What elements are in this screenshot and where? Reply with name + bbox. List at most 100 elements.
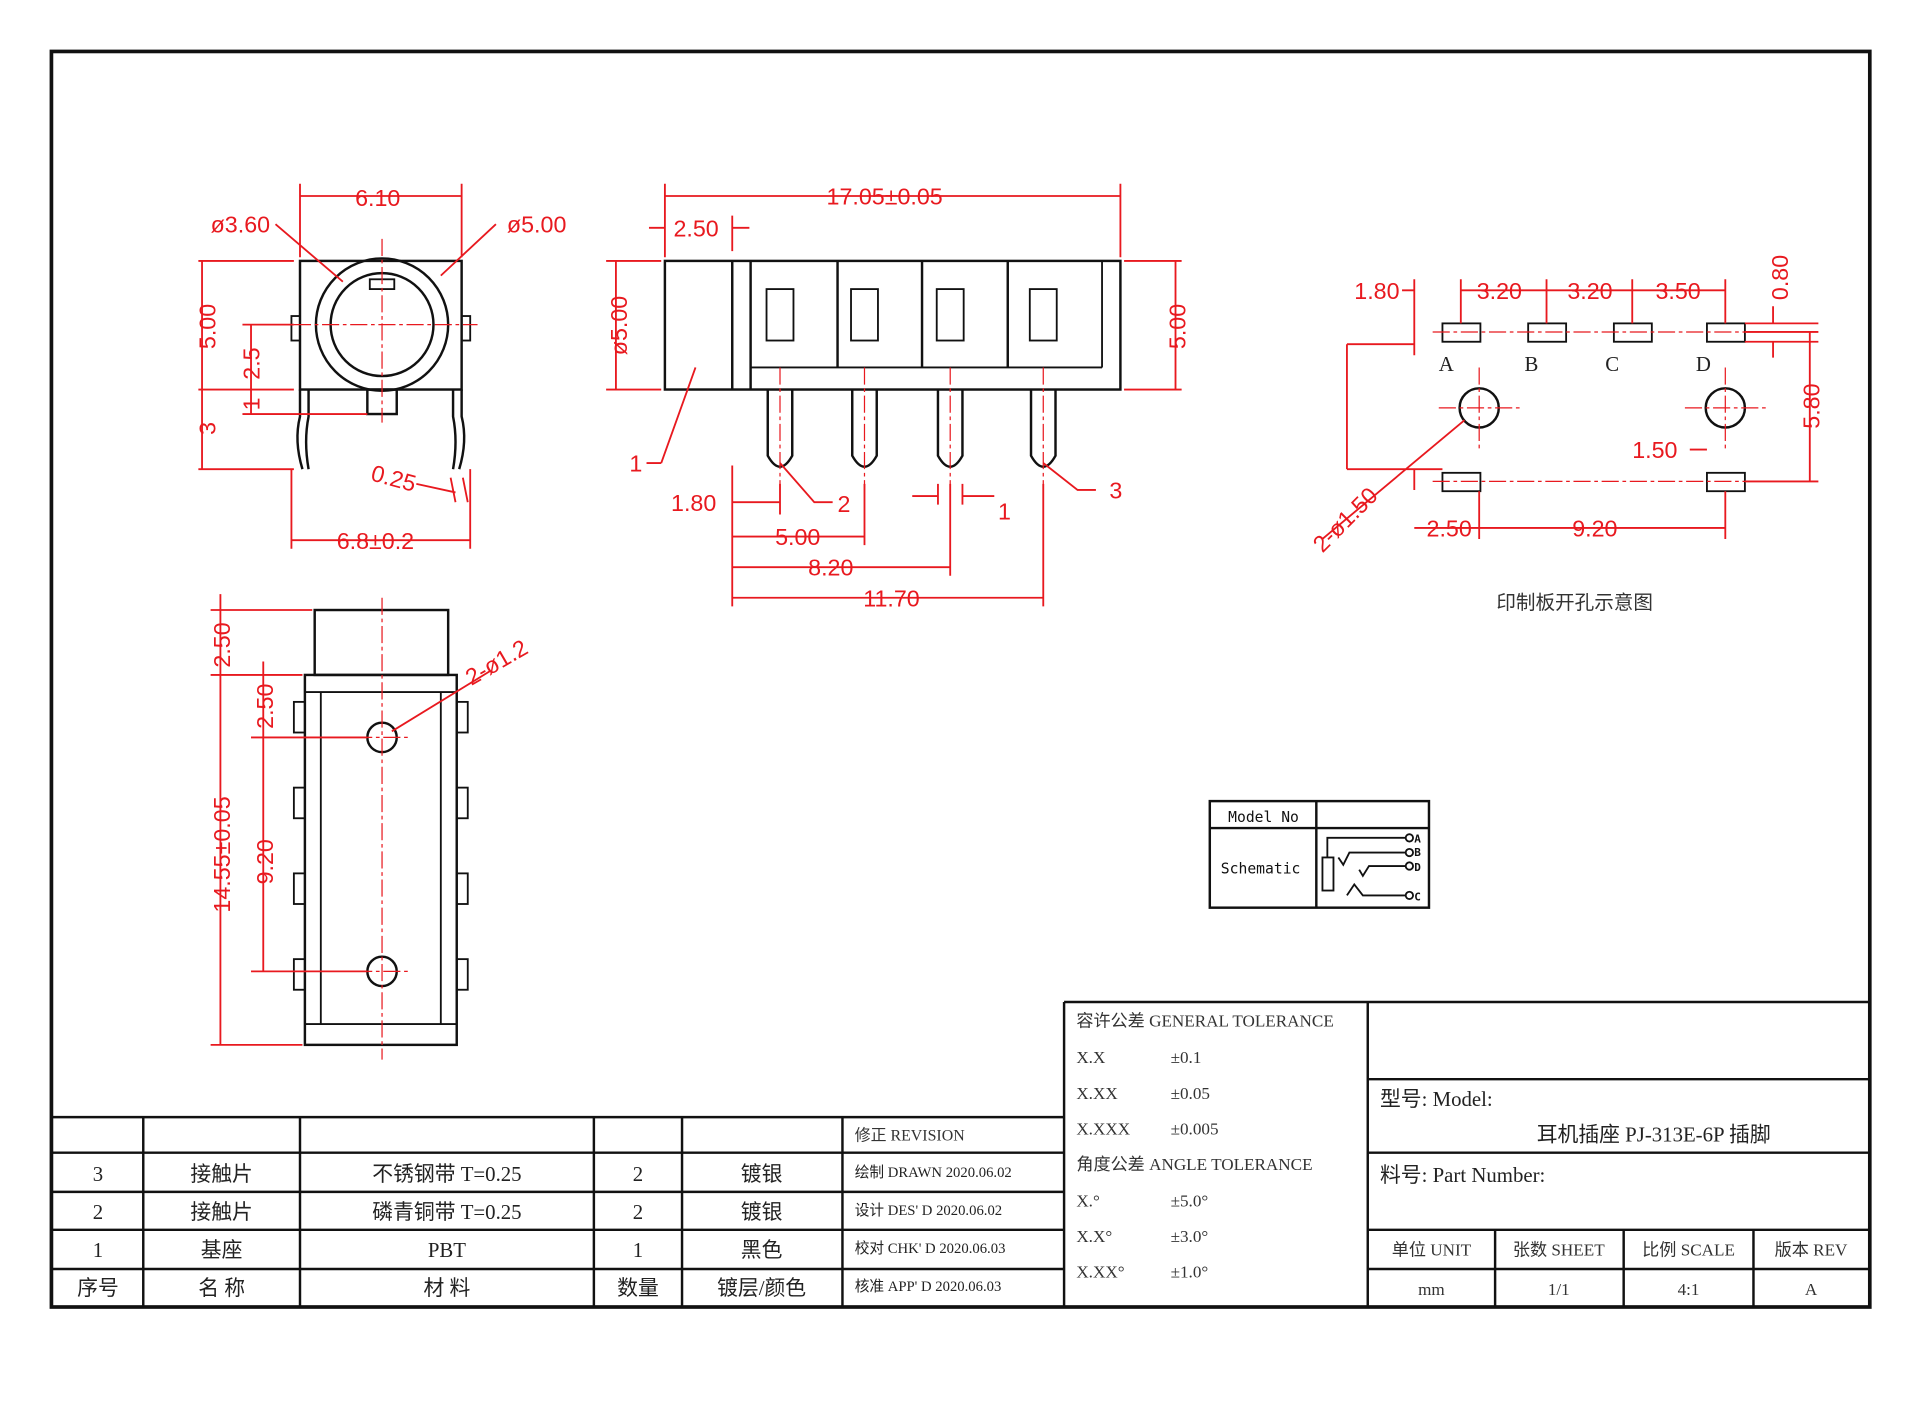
callout-1: 1: [629, 451, 642, 477]
tolerance-block: 容许公差 GENERAL TOLERANCE X.X±0.1 X.XX±0.05…: [1062, 1000, 1870, 1308]
dim-top-width: 6.10: [355, 185, 400, 211]
tol-key: X.X: [1076, 1048, 1106, 1067]
schematic-label: Schematic: [1221, 860, 1301, 877]
sheet-header: 张数 SHEET: [1513, 1241, 1605, 1260]
terminal-c: C: [1414, 890, 1421, 903]
bom-qty: 1: [633, 1238, 643, 1262]
dim-side-height: 5.00: [1164, 304, 1190, 349]
dim-height: 5.00: [195, 304, 221, 349]
dim-5: 5.00: [775, 524, 820, 550]
dim-hole-pitch: 9.20: [252, 839, 278, 884]
dim-holes: 2-ø1.2: [461, 634, 532, 690]
model-schematic-box: Model No Schematic A B D C: [1208, 799, 1431, 909]
pcb-dim-1-80: 1.80: [1354, 278, 1399, 304]
dim-pin-offset: 1.80: [671, 490, 716, 516]
scale-header: 比例 SCALE: [1642, 1241, 1735, 1260]
dim-offset: 2.50: [673, 215, 718, 241]
bom-name: 接触片: [190, 1162, 252, 1186]
pcb-holes: 2-ø1.50: [1308, 482, 1383, 557]
general-tolerance-title: 容许公差 GENERAL TOLERANCE: [1076, 1011, 1333, 1030]
model-value: 耳机插座 PJ-313E-6P 插脚: [1537, 1123, 1771, 1147]
dim-top: 2.50: [209, 622, 235, 667]
dim-8-2: 8.20: [808, 555, 853, 581]
bom-signoff: 绘制 DRAWN 2020.06.02: [855, 1164, 1012, 1181]
unit-value: mm: [1418, 1280, 1445, 1299]
bom-table: 修正 REVISION 3 接触片 不锈钢带 T=0.25 2 镀银 绘制 DRAWN 2…: [52, 1115, 1065, 1308]
dim-bottom-width: 6.8±0.2: [337, 528, 414, 554]
callout-3: 3: [1109, 478, 1122, 504]
rev-value: A: [1805, 1280, 1818, 1299]
drawing-border: [49, 49, 1872, 1309]
dim-pin: 1: [239, 397, 265, 410]
pcb-dim-9-20: 9.20: [1572, 516, 1617, 542]
model-no-label: Model No: [1228, 809, 1299, 826]
bom-signoff: 校对 CHK' D 2020.06.03: [855, 1240, 1006, 1257]
terminal-a: A: [1414, 833, 1421, 846]
scale-value: 4:1: [1678, 1280, 1700, 1299]
dim-inner-dia: ø3.60: [211, 212, 271, 238]
rev-header: 版本 REV: [1775, 1241, 1848, 1260]
pad-label-a: A: [1439, 352, 1454, 376]
tol-value: ±1.0°: [1171, 1263, 1209, 1282]
part-number-label: 料号: Part Number:: [1380, 1163, 1545, 1187]
revision-label: 修正 REVISION: [855, 1126, 966, 1144]
tol-value: ±3.0°: [1171, 1227, 1209, 1246]
pad-label-b: B: [1524, 352, 1538, 376]
bom-material: 材 料: [424, 1276, 471, 1300]
angle-tolerance-title: 角度公差 ANGLE TOLERANCE: [1076, 1155, 1312, 1174]
bom-qty: 2: [633, 1162, 643, 1186]
dim-11-7: 11.70: [863, 585, 920, 611]
terminal-b: B: [1414, 846, 1421, 859]
bom-index: 1: [93, 1238, 103, 1262]
bom-qty: 2: [633, 1200, 643, 1224]
tol-key: X.XXX: [1076, 1119, 1130, 1138]
pcb-dim-0-80: 0.80: [1767, 255, 1793, 300]
bom-index: 序号: [77, 1276, 119, 1300]
bottom-view: 2.50 2.50 14.55±0.05 9.20 2-ø1.2: [209, 594, 532, 1060]
bom-index: 3: [93, 1162, 103, 1186]
dim-body-length: 14.55±0.05: [209, 796, 235, 912]
tol-key: X.XX°: [1076, 1263, 1124, 1282]
dim-thickness: 0.25: [369, 460, 419, 497]
tol-value: ±0.05: [1171, 1084, 1210, 1103]
bom-material: 不锈钢带 T=0.25: [372, 1162, 521, 1186]
dim-center: 2.5: [239, 347, 265, 379]
sheet-value: 1/1: [1548, 1280, 1570, 1299]
pad-label-d: D: [1696, 352, 1711, 376]
model-label: 型号: Model:: [1380, 1087, 1493, 1111]
dim-dia: ø5.00: [606, 296, 632, 356]
tol-key: X.XX: [1076, 1084, 1118, 1103]
callout-2: 2: [838, 491, 851, 517]
bom-finish: 黑色: [741, 1238, 783, 1262]
bom-finish: 镀银: [741, 1162, 783, 1186]
front-view: 6.10 ø3.60 ø5.00 5.00 2.5 1 3 0.25 6.8±0…: [195, 183, 567, 554]
pcb-caption: 印制板开孔示意图: [1496, 592, 1653, 614]
pcb-dim-2-50: 2.50: [1427, 516, 1472, 542]
tol-key: X.°: [1076, 1192, 1100, 1211]
bom-index: 2: [93, 1200, 103, 1224]
tol-key: X.X°: [1076, 1227, 1112, 1246]
bom-qty: 数量: [617, 1276, 659, 1300]
title-block: 型号: Model: 耳机插座 PJ-313E-6P 插脚 料号: Part N…: [1367, 1077, 1870, 1308]
tol-value: ±5.0°: [1171, 1192, 1209, 1211]
pcb-dim-5-80: 5.80: [1799, 383, 1825, 428]
bom-material: 磷青铜带 T=0.25: [372, 1200, 521, 1224]
dim-pin-width: 1: [998, 498, 1011, 524]
bom-name: 名 称: [198, 1276, 245, 1300]
tol-value: ±0.005: [1171, 1119, 1219, 1138]
dim-hole-offset: 2.50: [252, 684, 278, 729]
terminal-d: D: [1414, 861, 1421, 874]
dim-length: 17.05±0.05: [827, 184, 943, 210]
bom-finish: 镀层/颜色: [717, 1276, 806, 1300]
bom-finish: 镀银: [741, 1200, 783, 1224]
pcb-layout: 1.80 3.20 3.20 3.50 0.80 5.80 1.50 2-ø1.…: [1308, 255, 1825, 614]
pad-label-c: C: [1605, 352, 1619, 376]
bom-name: 接触片: [190, 1200, 252, 1224]
pcb-dim-3-50: 3.50: [1656, 278, 1701, 304]
pcb-dim-1-50: 1.50: [1632, 437, 1677, 463]
bom-material: PBT: [428, 1238, 466, 1262]
bom-signoff: 设计 DES' D 2020.06.02: [855, 1202, 1002, 1219]
dim-outer-dia: ø5.00: [507, 212, 567, 238]
side-view: 17.05±0.05 2.50 ø5.00 5.00 1 2 3 1.80 1 …: [606, 184, 1190, 612]
